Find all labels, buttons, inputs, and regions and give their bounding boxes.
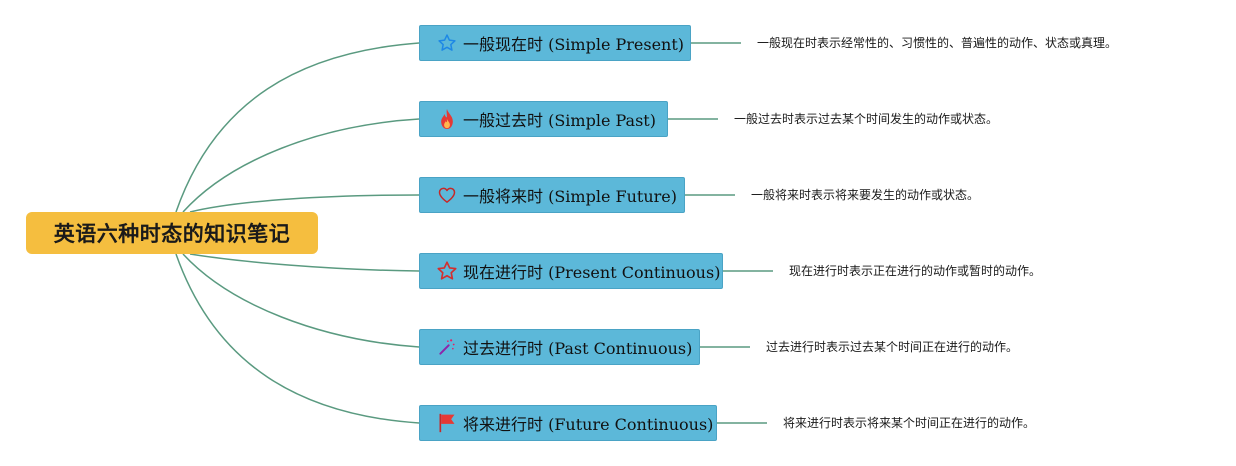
connector-root-branch-5 bbox=[182, 253, 420, 348]
description-future-continuous: 将来进行时表示将来某个时间正在进行的动作。 bbox=[783, 416, 1036, 430]
branch-label: 过去进行时 (Past Continuous) bbox=[463, 339, 693, 358]
branch-label: 一般现在时 (Simple Present) bbox=[463, 35, 685, 54]
description-simple-future: 一般将来时表示将来要发生的动作或状态。 bbox=[751, 188, 980, 202]
connector-root-branch-4 bbox=[189, 253, 420, 272]
description-simple-present: 一般现在时表示经常性的、习惯性的、普遍性的动作、状态或真理。 bbox=[757, 36, 1118, 50]
connector-root-branch-2 bbox=[182, 118, 420, 213]
connector-root-branch-1 bbox=[175, 42, 420, 213]
branch-label: 现在进行时 (Present Continuous) bbox=[463, 263, 721, 282]
heart-outline-icon bbox=[436, 184, 458, 206]
root-topic[interactable]: 英语六种时态的知识笔记 bbox=[26, 212, 318, 254]
connector-root-branch-6 bbox=[175, 253, 420, 424]
branch-simple-present[interactable]: 一般现在时 (Simple Present) bbox=[419, 25, 691, 61]
root-topic-label: 英语六种时态的知识笔记 bbox=[53, 222, 291, 246]
branch-label: 一般过去时 (Simple Past) bbox=[463, 111, 656, 130]
star-outline-blue-icon bbox=[436, 32, 458, 54]
description-past-continuous: 过去进行时表示过去某个时间正在进行的动作。 bbox=[766, 340, 1019, 354]
description-simple-past: 一般过去时表示过去某个时间发生的动作或状态。 bbox=[734, 112, 999, 126]
magic-wand-icon bbox=[436, 336, 458, 358]
branch-label: 将来进行时 (Future Continuous) bbox=[463, 415, 714, 434]
fire-icon bbox=[436, 108, 458, 130]
branch-simple-future[interactable]: 一般将来时 (Simple Future) bbox=[419, 177, 685, 213]
branch-simple-past[interactable]: 一般过去时 (Simple Past) bbox=[419, 101, 668, 137]
branch-future-continuous[interactable]: 将来进行时 (Future Continuous) bbox=[419, 405, 717, 441]
description-present-continuous: 现在进行时表示正在进行的动作或暂时的动作。 bbox=[789, 264, 1042, 278]
branch-present-continuous[interactable]: 现在进行时 (Present Continuous) bbox=[419, 253, 723, 289]
branch-past-continuous[interactable]: 过去进行时 (Past Continuous) bbox=[419, 329, 700, 365]
connector-root-branch-3 bbox=[189, 194, 420, 213]
branch-label: 一般将来时 (Simple Future) bbox=[463, 187, 677, 206]
red-flag-icon bbox=[436, 412, 458, 434]
star-outline-red-icon bbox=[436, 260, 458, 282]
